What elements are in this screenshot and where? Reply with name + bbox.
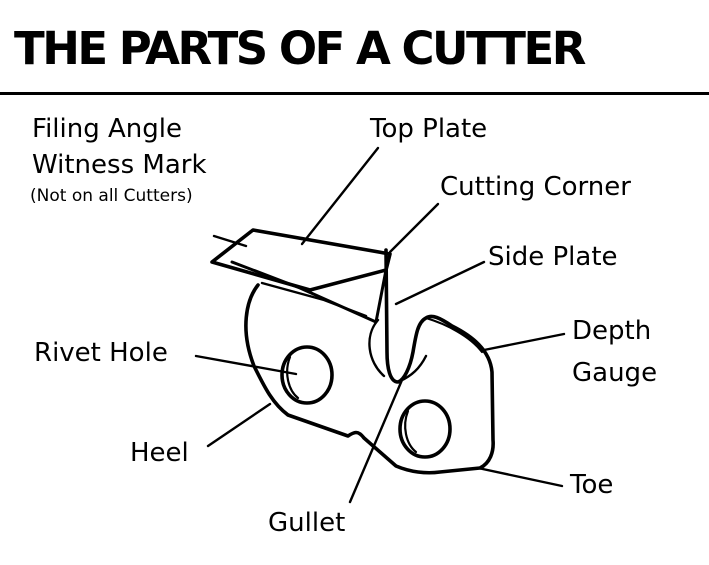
leader-cutting-corner — [388, 202, 440, 254]
title-underline — [0, 92, 709, 95]
side-plate-inner-edge — [260, 281, 368, 318]
label-gullet: Gullet — [268, 508, 346, 538]
cutter-body-outline — [244, 248, 495, 475]
leader-side-plate — [394, 260, 486, 306]
rivet-hole-front — [398, 399, 452, 459]
leader-depth-gauge — [482, 332, 566, 352]
label-filing-angle-line2: Witness Mark — [32, 150, 207, 180]
label-depth-gauge-line1: Depth — [572, 316, 652, 346]
leader-filing-angle — [212, 234, 248, 248]
label-filing-angle-note: (Not on all Cutters) — [30, 186, 193, 206]
leader-toe — [476, 466, 564, 488]
top-plate-outline — [210, 228, 392, 292]
depth-gauge-edge — [424, 316, 484, 354]
label-depth-gauge-line2: Gauge — [572, 358, 658, 388]
diagram-title: THE PARTS OF A CUTTER — [14, 22, 586, 75]
label-filing-angle-line1: Filing Angle — [32, 114, 182, 144]
side-plate-curve — [368, 318, 386, 378]
rivet-hole-rear — [280, 345, 334, 405]
leader-gullet — [348, 378, 404, 504]
leader-top-plate — [300, 146, 380, 246]
label-side-plate: Side Plate — [488, 242, 618, 272]
label-heel: Heel — [130, 438, 189, 468]
leader-rivet-hole — [194, 354, 298, 376]
label-cutting-corner: Cutting Corner — [440, 172, 631, 202]
label-top-plate: Top Plate — [370, 114, 488, 144]
leader-heel — [206, 402, 272, 448]
label-toe: Toe — [570, 470, 614, 500]
label-rivet-hole: Rivet Hole — [34, 338, 168, 368]
